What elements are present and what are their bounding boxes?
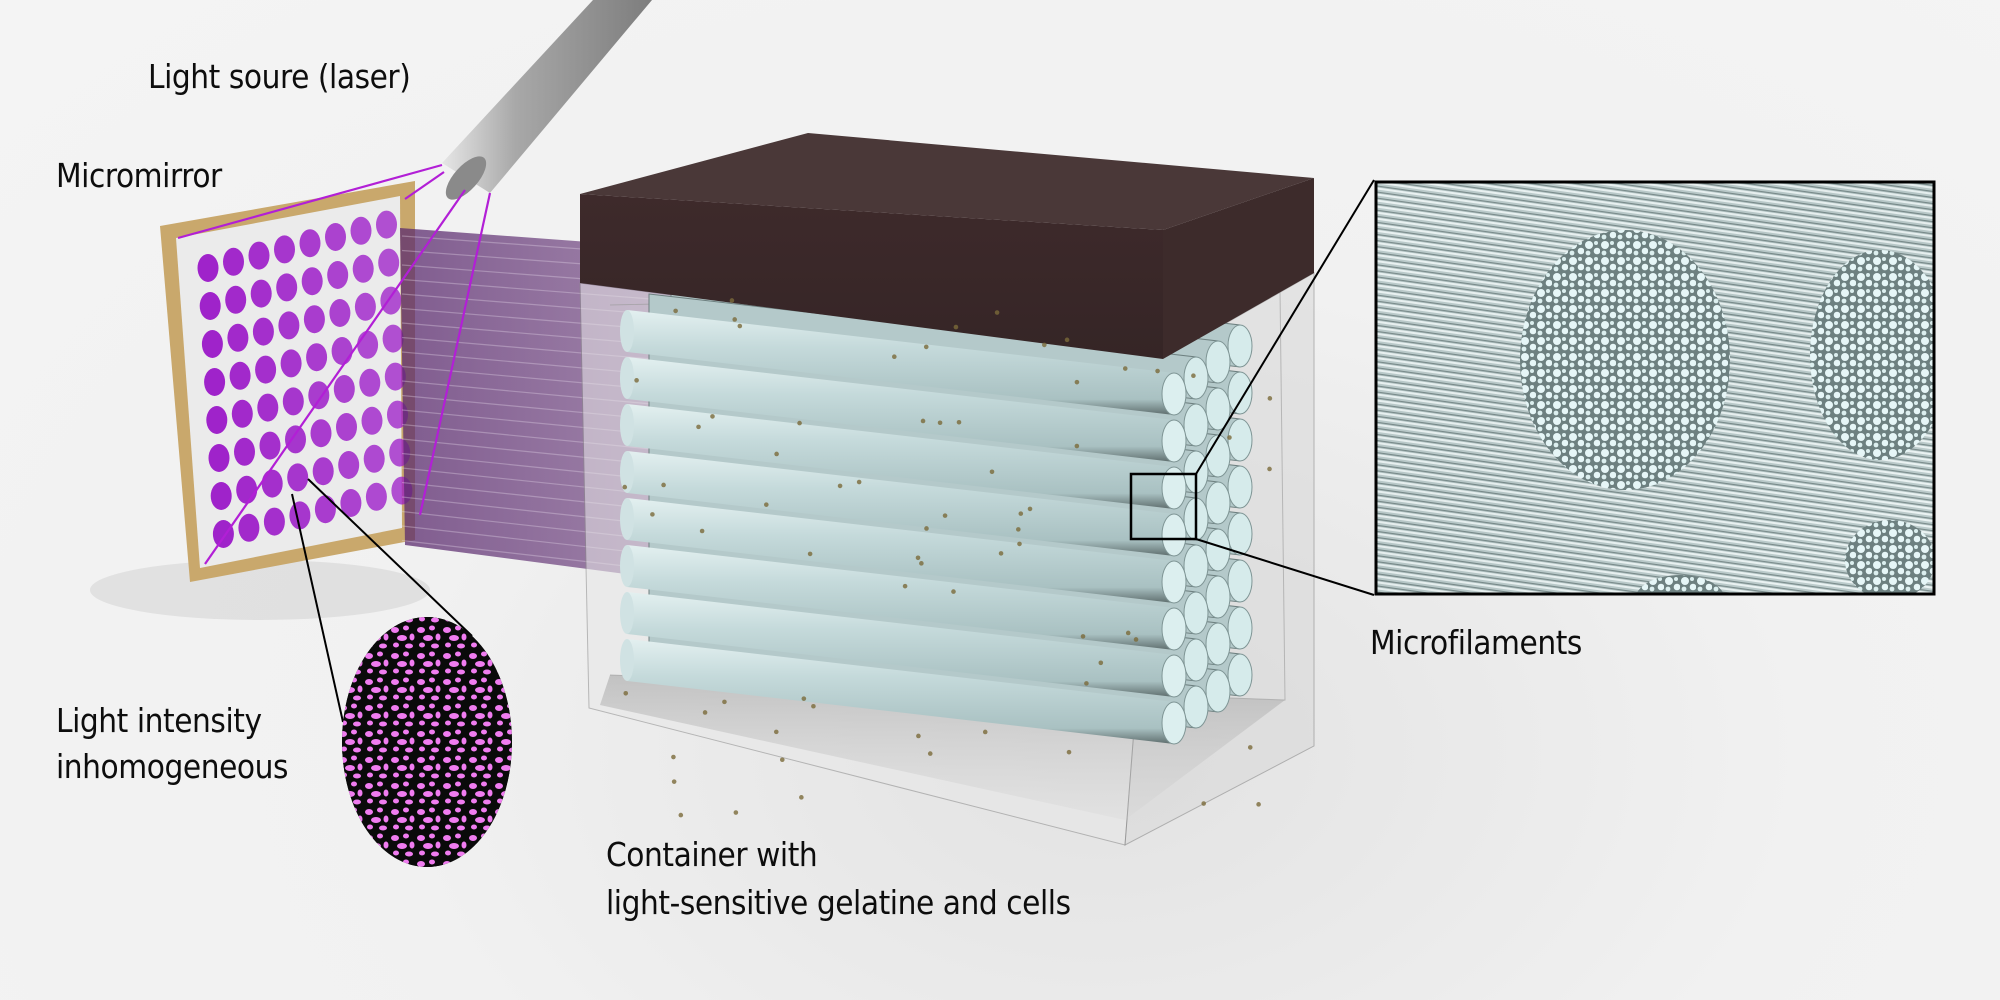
filament-bundle-cross-section: [1810, 250, 1934, 460]
label-light-intensity-line2: inhomogeneous: [56, 747, 289, 786]
light-intensity-inset: [342, 617, 512, 867]
filament-bundle-cross-section: [1520, 230, 1730, 490]
microfilament-inset-border: [1374, 180, 1936, 596]
label-container-line2: light-sensitive gelatine and cells: [606, 883, 1071, 922]
container: [579, 133, 1315, 846]
microfilament-inset: [1374, 180, 1936, 596]
container-lid-top: [580, 133, 1314, 230]
label-micromirror: Micromirror: [56, 156, 222, 195]
intensity-callout-line-left: [291, 493, 344, 723]
label-microfilaments: Microfilaments: [1370, 623, 1582, 662]
micromirror-dot-grid: [197, 210, 413, 548]
label-light-source: Light soure (laser): [148, 57, 411, 96]
label-container-line1: Container with: [606, 835, 818, 874]
container-lid-front: [580, 194, 1163, 359]
mirror-shadow: [90, 560, 430, 620]
container-lid-side: [1163, 178, 1314, 359]
laser-light-source: [442, 0, 652, 200]
callout-line-bottom: [1195, 538, 1375, 596]
micromirror: [160, 181, 415, 582]
label-light-intensity-line1: Light intensity: [56, 701, 262, 740]
callout-line-top: [1195, 179, 1375, 475]
cells: [622, 298, 1273, 818]
laser-projection-lines: [177, 163, 492, 565]
intensity-callout-line-right: [307, 478, 473, 637]
zoom-selection-box: [1129, 472, 1198, 541]
